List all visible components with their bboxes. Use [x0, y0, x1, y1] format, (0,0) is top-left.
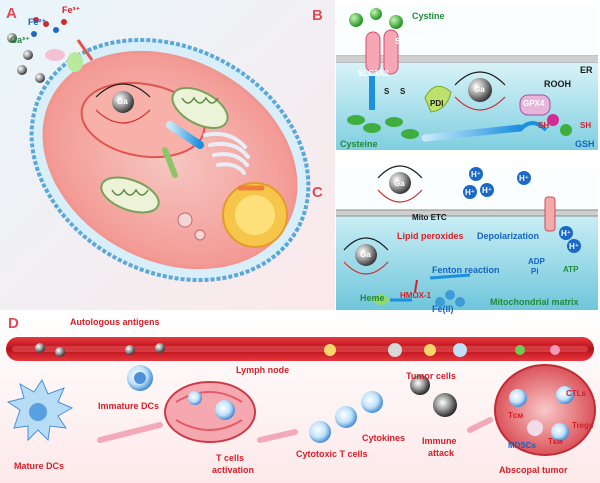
sh-label-1: SH [538, 121, 550, 130]
t-cells-activation-label-2: activation [212, 465, 255, 475]
ga-label-c2: Ga [360, 250, 371, 259]
cysteine-label: Cysteine [340, 139, 378, 149]
h-label-4: H⁺ [519, 174, 529, 183]
lipid-peroxides-label: Lipid peroxides [397, 231, 464, 241]
cancer-cell [29, 37, 311, 283]
blood-vessel [6, 337, 594, 361]
autologous-antigens-label: Autologous antigens [70, 317, 160, 327]
ga-label-c1: Ga [394, 179, 405, 188]
slc7a11-label: SLC7A11 [395, 37, 430, 46]
ion-particles [7, 17, 83, 83]
panel-label-b: B [312, 7, 323, 24]
tumor-cells-label: Tumor cells [406, 371, 456, 381]
immature-dcs-label: Immature DCs [98, 401, 160, 411]
s-label-2: S [400, 87, 406, 96]
s-label-1: S [384, 87, 390, 96]
cytotoxic-t-cells [309, 391, 383, 443]
h-label-3: H⁺ [482, 186, 492, 195]
gsh-label: GSH [575, 139, 595, 149]
tem-label: Tᴇᴍ [548, 437, 563, 446]
adp-label: ADP [528, 257, 545, 266]
ga-label-a: Ga [117, 97, 128, 106]
mito-etc-label: Mito ETC [412, 213, 447, 222]
mature-dc [6, 378, 74, 442]
mdscs-label: MDSCs [508, 441, 537, 450]
tregs-label: Tregs [572, 421, 594, 430]
h-label-1: H⁺ [471, 170, 481, 179]
immune-attack-label-1: Immune [422, 436, 457, 446]
cystine-label: Cystine [412, 11, 445, 21]
panel-b-box [336, 4, 598, 150]
mitochondrion [100, 176, 160, 214]
mitochondrion [171, 87, 229, 129]
immature-dc [127, 365, 153, 391]
cytokines-label: Cytokines [362, 433, 406, 443]
rooh-label: ROOH [544, 79, 571, 89]
atp-label: ATP [563, 265, 579, 274]
depolarization-label: Depolarization [477, 231, 540, 241]
pi-label: Pi [531, 267, 539, 276]
heme-label: Heme [360, 293, 385, 303]
ga3-ion-label: Ga³⁺ [10, 35, 30, 45]
er-label: ER [580, 65, 593, 75]
mitochondrial-matrix-label: Mitochondrial matrix [490, 297, 579, 307]
cytotoxic-t-cells-label: Cytotoxic T cells [296, 449, 368, 459]
lymph-node [164, 381, 256, 443]
golgi-apparatus [203, 131, 250, 175]
tumor-cells [410, 375, 457, 417]
abscopal-tumor [494, 364, 596, 456]
sh-label-2: SH [580, 121, 592, 130]
panel-c-box [336, 165, 598, 310]
fenton-reaction-label: Fenton reaction [432, 265, 500, 275]
fe2-ion-label: Fe²⁺ [28, 17, 47, 27]
fe-ii-label: Fe(II) [432, 304, 454, 314]
panel-label-a: A [6, 5, 17, 22]
ga-complex [95, 83, 151, 124]
slc3a2-label: SLC3A2 [358, 69, 389, 78]
ga-label-b: Ga [474, 85, 485, 94]
hmox-1-label: HMOX-1 [400, 291, 432, 300]
vessel-particles [35, 343, 560, 357]
h-label-5: H⁺ [561, 229, 571, 238]
mature-dcs-label: Mature DCs [14, 461, 65, 471]
immune-attack-label-2: attack [428, 448, 455, 458]
panel-label-c: C [312, 184, 323, 201]
gpx4-label: GPX4 [523, 99, 545, 108]
h-label-6: H⁺ [569, 242, 579, 251]
panel-label-d: D [8, 315, 19, 332]
fe3-ion-label: Fe³⁺ [62, 5, 81, 15]
ctls-label: CTLs [566, 389, 586, 398]
h-label-2: H⁺ [465, 188, 475, 197]
abscopal-tumor-label: Abscopal tumor [499, 465, 568, 475]
pdi-label: PDI [430, 99, 444, 108]
t-cells-activation-label-1: T cells [216, 453, 245, 463]
lymph-node-label: Lymph node [236, 365, 290, 375]
tcm-label: Tᴄᴍ [508, 411, 524, 420]
